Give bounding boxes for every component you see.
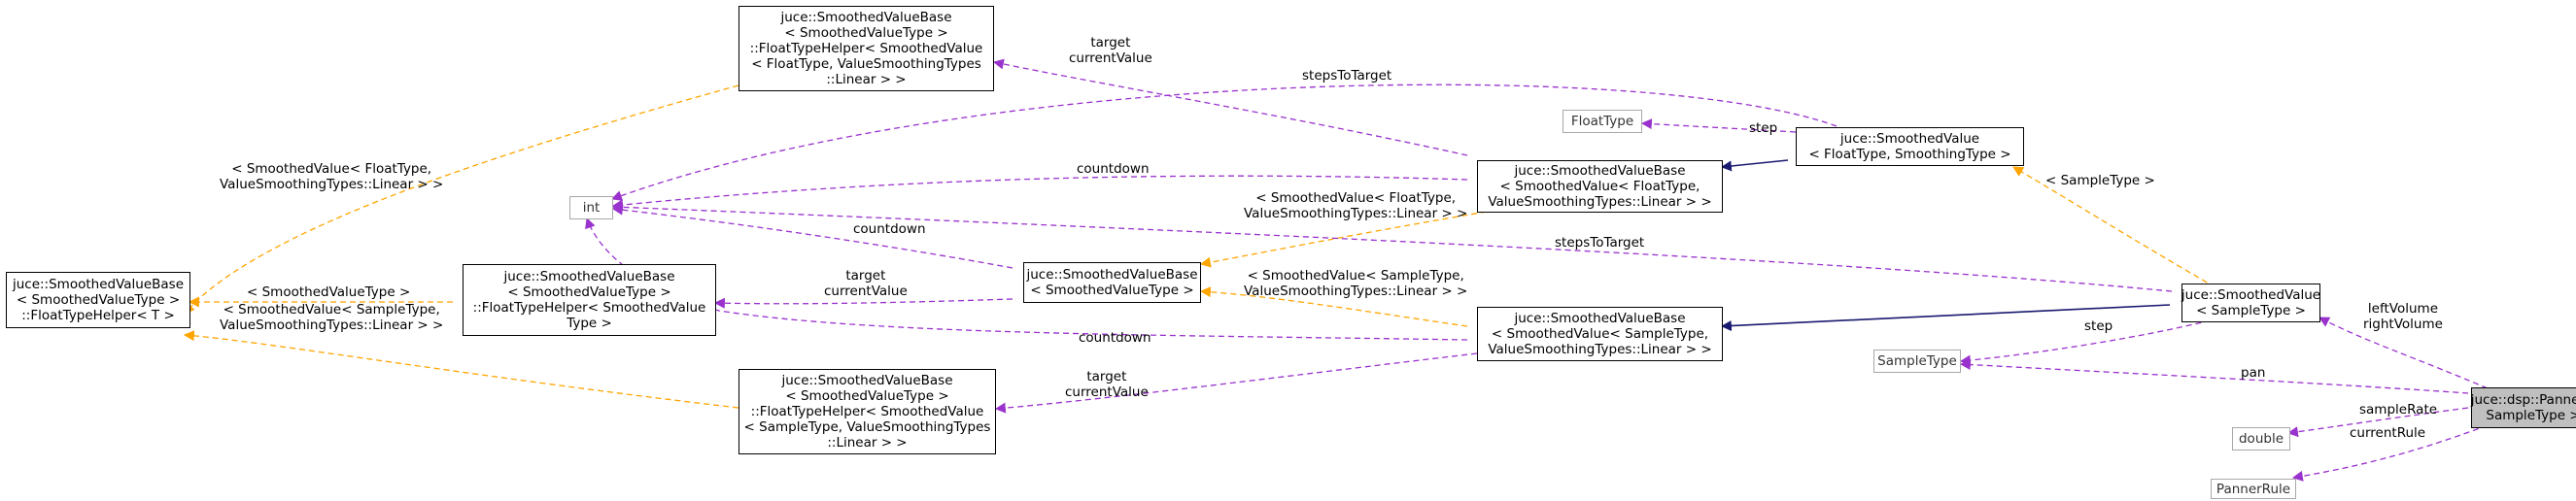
edge-basesample-to-basegeneric [1199,286,1468,327]
edge-basefloat-target-helperfloat [992,58,1468,156]
edge-panner-pan-sampletype [1959,359,2469,394]
edge-svsample-step-sampletype [1959,319,2212,366]
edge-panner-svsample [2318,317,2489,389]
node-helper-t[interactable]: juce::SmoothedValueBase< SmoothedValueTy… [6,272,190,328]
node-base-sample[interactable]: juce::SmoothedValueBase< SmoothedValue< … [1477,307,1723,361]
edge-label-countdown: countdown [1077,161,1150,177]
edge-label-step: step [2084,318,2113,334]
node-base-float[interactable]: juce::SmoothedValueBase< SmoothedValue< … [1477,160,1723,213]
edge-svfloat-stepsto-int [610,84,1838,201]
node-helper-type[interactable]: juce::SmoothedValueBase< SmoothedValueTy… [463,264,716,336]
edge-svfloat-step-floattype [1640,118,1797,133]
edge-helperfloat-to-helpert [184,84,739,315]
node-sv-float[interactable]: juce::SmoothedValue< FloatType, Smoothin… [1796,127,2024,166]
edge-label-step: step [1749,120,1778,136]
edge-basefloat-to-basegeneric [1199,211,1488,268]
edge-helpersample-to-helpert [183,330,739,409]
edge-label-template-smoothedvaluetype: < SmoothedValueType > [247,284,411,300]
edge-label-template-sampletype: < SampleType > [2045,173,2155,188]
edge-svsample-inherits-basesample [1720,304,2171,332]
edge-svsample-stepsto-int [611,201,2173,292]
edge-basegeneric-countdown-int [611,204,1013,269]
node-int[interactable]: int [569,196,613,219]
edge-basefloat-countdown-int [611,175,1468,211]
node-double[interactable]: double [2232,427,2290,451]
node-floattype[interactable]: FloatType [1563,110,1642,133]
edge-basegeneric-target-helpertype [713,297,1013,309]
edge-label-template-float-helper: < SmoothedValue< FloatType,ValueSmoothin… [220,161,444,192]
edge-svfloat-to-svsample [2012,166,2216,288]
node-panner[interactable]: juce::dsp::Panner<SampleType > [2471,387,2576,428]
edge-label-template-sample-base: < SmoothedValue< SampleType,ValueSmoothi… [1244,268,1468,299]
node-base-generic[interactable]: juce::SmoothedValueBase< SmoothedValueTy… [1023,262,1201,303]
edge-label-countdown: countdown [1079,330,1151,346]
node-helper-float[interactable]: juce::SmoothedValueBase< SmoothedValueTy… [738,6,994,91]
edge-label-countdown: countdown [853,221,926,237]
edge-label-template-float-base: < SmoothedValue< FloatType,ValueSmoothin… [1244,190,1468,221]
edge-panner-currentrule-pannerrule [2291,424,2489,482]
node-helper-sample[interactable]: juce::SmoothedValueBase< SmoothedValueTy… [738,369,996,454]
edge-panner-samplerate-double [2286,407,2469,438]
edge-svfloat-inherits-basefloat [1720,159,1789,172]
node-pannerrule[interactable]: PannerRule [2211,479,2296,499]
edge-label-currentrule: currentRule [2350,425,2426,441]
edge-label-template-sample-helper: < SmoothedValue< SampleType,ValueSmoothi… [220,302,444,333]
node-sv-sample[interactable]: juce::SmoothedValue< SampleType > [2181,284,2320,322]
edge-label-stepstotarget: stepsToTarget [1302,68,1392,84]
edge-label-stepstotarget: stepsToTarget [1555,235,1645,250]
edge-label-samplerate: sampleRate [2359,402,2438,418]
node-sampletype[interactable]: SampleType [1873,350,1961,373]
edge-basesample-target-helpersample [994,352,1478,414]
edge-label-pan: pan [2241,365,2266,381]
